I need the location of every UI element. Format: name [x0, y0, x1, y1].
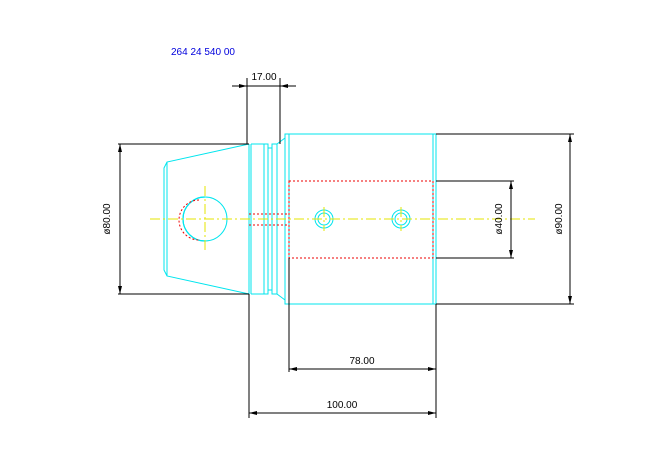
- dim-collar-width: 17.00: [251, 72, 276, 83]
- dim-overall-length: 100.00: [327, 400, 358, 411]
- dimension-lines: [118, 78, 574, 418]
- dim-bore-diameter: ø40.00: [494, 203, 505, 235]
- part-number: 264 24 540 00: [171, 47, 235, 58]
- dimension-arrows: [118, 84, 572, 415]
- dim-right-diameter: ø90.00: [554, 203, 565, 235]
- dim-left-diameter: ø80.00: [102, 203, 113, 235]
- center-lines: [150, 186, 535, 252]
- hidden-bore: [288, 180, 434, 259]
- hidden-lines: [178, 180, 434, 259]
- dim-bore-depth: 78.00: [349, 356, 374, 367]
